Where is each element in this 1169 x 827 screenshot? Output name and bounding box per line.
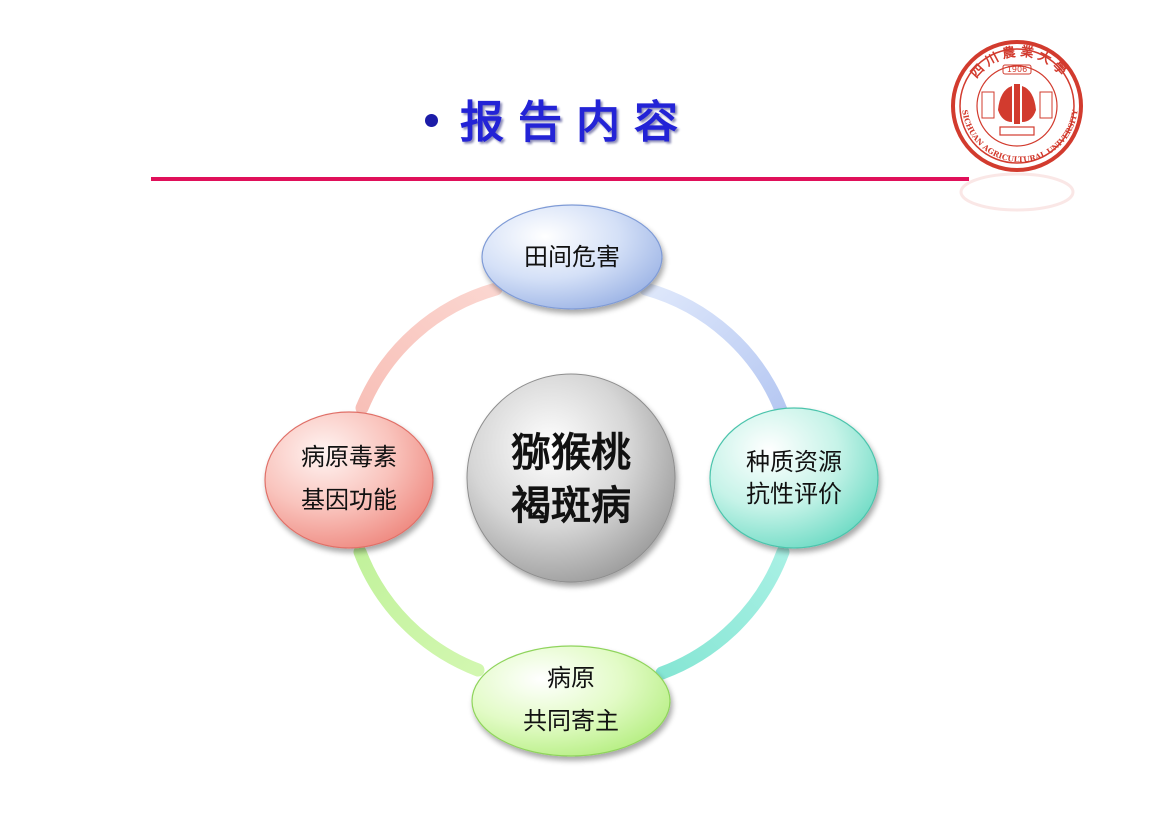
ring-arcs	[353, 282, 790, 680]
arc-bottom-left	[353, 545, 485, 677]
arc-left-top	[355, 282, 503, 415]
node-left	[264, 411, 434, 549]
center-label-line1: 猕猴桃	[511, 430, 631, 476]
svg-text:1906: 1906	[1007, 65, 1027, 74]
node-right-label-line2: 抗性评价	[746, 480, 842, 508]
title-bullet	[425, 113, 438, 127]
university-seal-logo: 四川農業大學 SICHUAN AGRICULTURAL UNIVERSITY 1…	[951, 40, 1083, 212]
node-bottom-label-line1: 病原	[547, 664, 595, 692]
node-bottom-label-line2: 共同寄主	[523, 707, 619, 735]
node-left-label-line1: 病原毒素	[301, 443, 397, 471]
node-right-label-line1: 种质资源	[746, 448, 842, 476]
node-right	[709, 407, 879, 549]
node-top	[481, 204, 663, 310]
arc-right-bottom	[655, 545, 790, 680]
center-node	[466, 373, 676, 583]
node-top-label: 田间危害	[524, 243, 620, 271]
node-left-label-line2: 基因功能	[301, 486, 397, 514]
node-bottom	[471, 645, 671, 757]
slide-title-text: 报告内容	[460, 97, 692, 148]
title-underline	[151, 177, 969, 181]
slide-title: 报告内容	[425, 88, 692, 148]
center-label-line2: 褐斑病	[511, 483, 631, 529]
arc-top-right	[639, 282, 788, 417]
